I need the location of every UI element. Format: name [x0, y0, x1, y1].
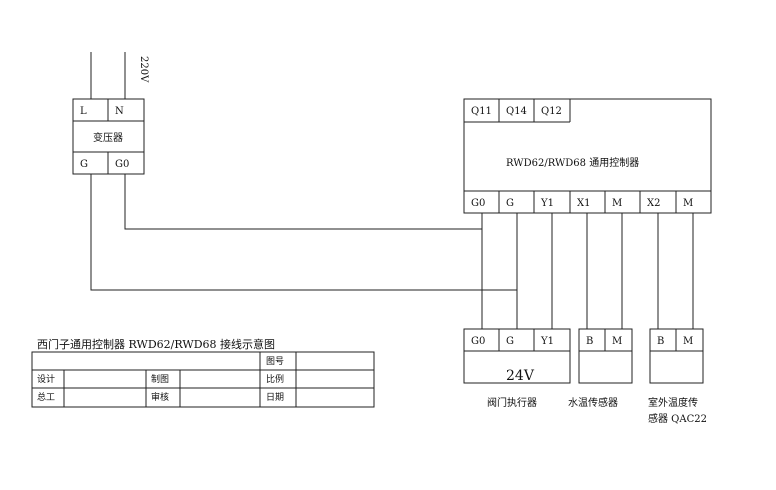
- title-block-review: 审核: [151, 391, 169, 403]
- voltage-220v-label: 220V: [138, 56, 149, 83]
- transformer-block: L N 变压器 G G0: [72, 98, 145, 175]
- controller-terminal-x2: X2: [647, 198, 660, 209]
- title-block-chief: 总工: [37, 391, 55, 403]
- outdoor-sensor-label-line1: 室外温度传: [648, 396, 698, 409]
- valve-actuator-block: G0 G Y1 24V 阀门执行器: [463, 328, 571, 409]
- water-sensor-label: 水温传感器: [568, 396, 618, 409]
- title-block-date: 日期: [266, 392, 284, 403]
- title-block-scale: 比例: [266, 373, 284, 385]
- controller-terminal-m2: M: [683, 198, 693, 209]
- title-block-design: 设计: [37, 373, 55, 385]
- wire-g0: [124, 174, 482, 230]
- title-block: 西门子通用控制器 RWD62/RWD68 接线示意图 图号 设计 制图 比例 总…: [31, 337, 375, 408]
- title-block-title: 西门子通用控制器 RWD62/RWD68 接线示意图: [37, 337, 275, 351]
- valve-terminal-y1: Y1: [540, 336, 554, 347]
- valve-voltage-label: 24V: [506, 368, 535, 384]
- controller-terminal-g: G: [506, 198, 514, 209]
- controller-terminal-q12: Q12: [541, 106, 562, 117]
- valve-label: 阀门执行器: [487, 396, 537, 409]
- title-block-drawing-no: 图号: [266, 356, 284, 367]
- controller-terminal-x1: X1: [577, 198, 590, 209]
- outdoor-sensor-terminal-b: B: [657, 336, 664, 347]
- outdoor-sensor-label-line2: 感器 QAC22: [648, 412, 707, 425]
- valve-terminal-g: G: [506, 336, 514, 347]
- transformer-terminal-l: L: [80, 106, 87, 117]
- controller-terminal-y1: Y1: [540, 198, 554, 209]
- wires: [90, 174, 694, 329]
- controller-terminal-g0: G0: [471, 198, 485, 209]
- controller-terminal-m1: M: [612, 198, 622, 209]
- outdoor-sensor-terminal-m: M: [683, 336, 693, 347]
- water-sensor-terminal-m: M: [612, 336, 622, 347]
- transformer-label: 变压器: [93, 131, 123, 144]
- transformer-terminal-g: G: [80, 159, 88, 170]
- wire-g: [90, 174, 517, 291]
- valve-terminal-g0: G0: [471, 336, 485, 347]
- transformer-terminal-n: N: [115, 106, 124, 117]
- controller-label: RWD62/RWD68 通用控制器: [506, 156, 639, 169]
- water-sensor-terminal-b: B: [586, 336, 593, 347]
- outdoor-sensor-block: B M 室外温度传 感器 QAC22: [648, 328, 707, 425]
- controller-terminal-q14: Q14: [506, 106, 527, 117]
- water-sensor-block: B M 水温传感器: [568, 328, 633, 409]
- transformer-terminal-g0: G0: [115, 159, 129, 170]
- title-block-drafting: 制图: [151, 373, 169, 385]
- controller-block: Q11 Q14 Q12 RWD62/RWD68 通用控制器 G0 G Y1 X1…: [463, 98, 712, 214]
- controller-terminal-q11: Q11: [471, 106, 492, 117]
